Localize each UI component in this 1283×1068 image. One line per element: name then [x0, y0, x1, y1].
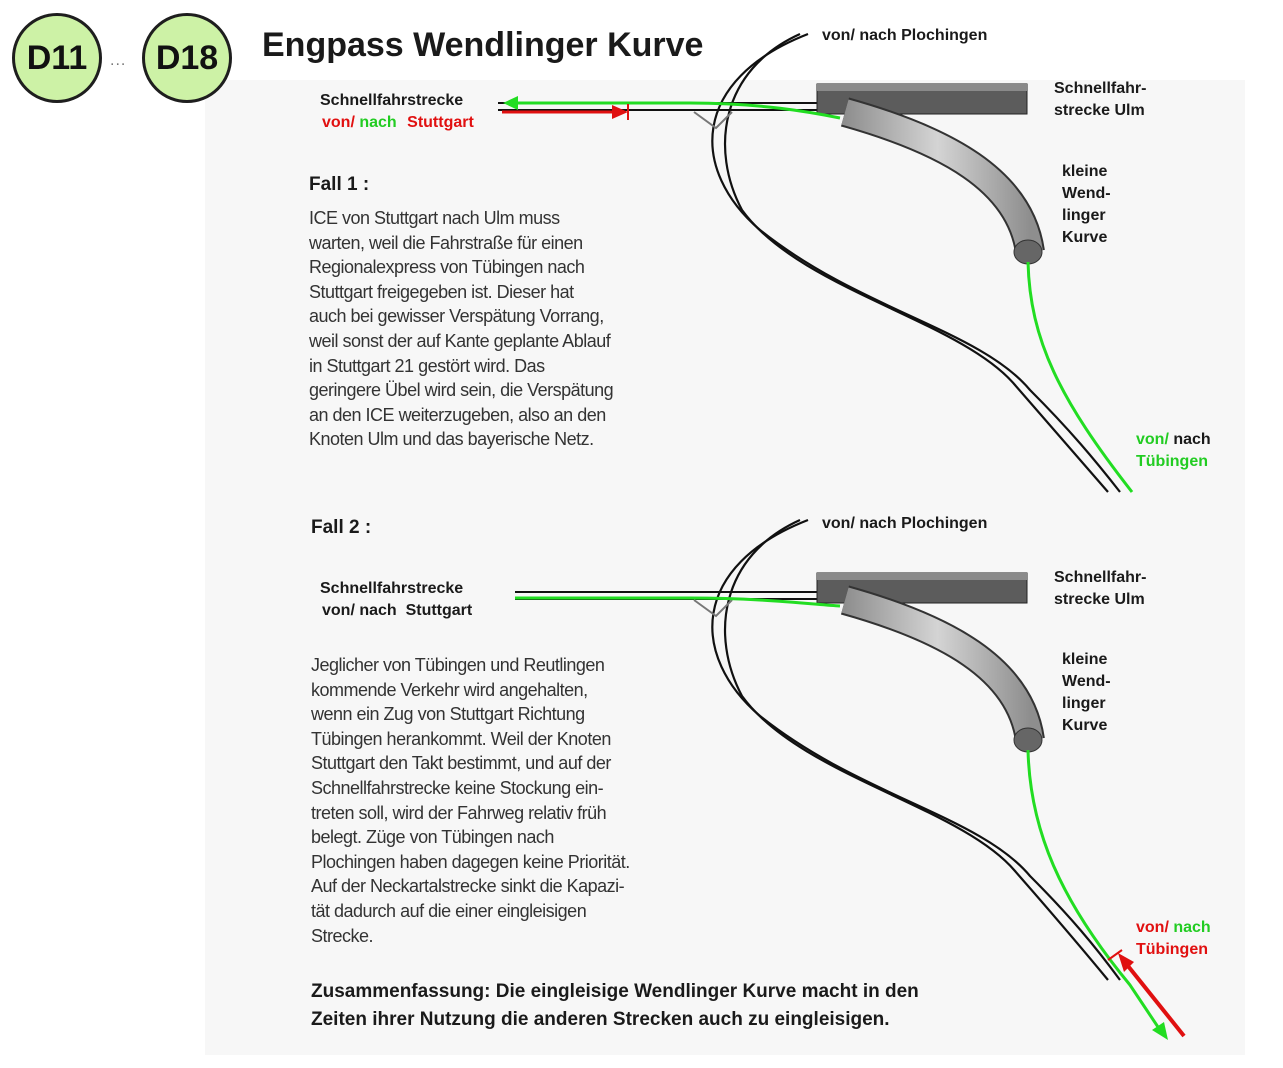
- fall2-diagram: [515, 518, 1186, 1040]
- fall2-heading: Fall 2 :: [311, 517, 372, 538]
- summary-line: Zusammenfassung: Die eingleisige Wendlin…: [311, 981, 919, 1002]
- fall1-plochingen-track-2: [724, 32, 1109, 493]
- fall2-text-line: Stuttgart den Takt bestimmt, und auf der: [311, 753, 611, 774]
- fall1-green-route: [510, 101, 841, 120]
- fall1-text: ICE von Stuttgart nach Ulm muss warten, …: [309, 206, 614, 452]
- fall2-green-arrowhead: [1152, 1022, 1168, 1040]
- badge-separator: ...: [110, 52, 127, 69]
- fall1-plochingen-label: von/ nach Plochingen: [822, 27, 988, 44]
- fall2-red-arrowhead: [1118, 953, 1134, 972]
- fall1-heading: Fall 1 :: [309, 174, 370, 195]
- fall1-curve-label-4: Kurve: [1062, 229, 1108, 246]
- summary: Zusammenfassung: Die eingleisige Wendlin…: [311, 978, 1051, 1034]
- fall2-text-line: Strecke.: [311, 925, 374, 946]
- fall2-curve-label-3: linger: [1062, 695, 1106, 712]
- fall2-text-line: kommende Verkehr wird angehalten,: [311, 679, 588, 700]
- fall2-text-line: Schnellfahrstrecke keine Stockung ein-: [311, 777, 604, 798]
- fall2-plochingen-track-2: [724, 518, 1109, 981]
- fall1-stuttgart-nach: nach: [359, 114, 397, 131]
- badge-d18[interactable]: D18: [142, 13, 232, 103]
- fall1-curve-tube-end: [1013, 239, 1043, 265]
- fall1-text-line: ICE von Stuttgart nach Ulm muss: [309, 208, 560, 228]
- fall2-curve-label-2: Wend-: [1062, 673, 1111, 690]
- fall2-green-route: [515, 596, 841, 608]
- fall1-text-line: warten, weil die Fahrstraße für einen: [309, 232, 583, 253]
- fall1-tuebingen-nach: nach: [1173, 431, 1211, 448]
- fall2-text-line: wenn ein Zug von Stuttgart Richtung: [311, 704, 585, 725]
- fall2-tuebingen-von: von/: [1136, 919, 1169, 936]
- fall2-text-line: Jeglicher von Tübingen und Reutlingen: [311, 655, 605, 675]
- fall1-stuttgart-city: Stuttgart: [407, 114, 474, 131]
- fall2-tuebingen-nach: nach: [1173, 919, 1211, 936]
- fall2-tuebingen-city: Tübingen: [1136, 941, 1208, 958]
- fall2-curve-label-4: Kurve: [1062, 717, 1108, 734]
- fall2-text-line: tät dadurch auf die einer eingleisigen: [311, 900, 587, 921]
- fall1-text-line: weil sonst der auf Kante geplante Ablauf: [309, 330, 611, 351]
- fall1-ulm-label-1: Schnellfahr-: [1054, 80, 1147, 97]
- fall2-stuttgart-label: Schnellfahrstrecke: [320, 580, 464, 597]
- fall1-text-line: Regionalexpress von Tübingen nach: [309, 257, 585, 278]
- fall1-ulm-label-2: strecke Ulm: [1054, 102, 1145, 119]
- fall1-text-line: geringere Übel wird sein, die Verspätung: [309, 380, 614, 401]
- fall2-text-line: Tübingen herankommt. Weil der Knoten: [311, 728, 611, 749]
- fall1-tuebingen-direction: von/ nach: [1136, 429, 1211, 451]
- fall1-curve-label-2: Wend-: [1062, 185, 1111, 202]
- fall2-plochingen-track: [711, 518, 1121, 981]
- fall2-green-route-south: [1026, 749, 1162, 1031]
- fall1-tuebingen-von: von/: [1136, 431, 1169, 448]
- fall1-stuttgart-von: von/: [322, 114, 355, 131]
- fall1-curve-label-1: kleine: [1062, 163, 1108, 180]
- summary-line: Zeiten ihrer Nutzung die anderen Strecke…: [311, 1009, 890, 1030]
- diagram-background: [205, 80, 1245, 1055]
- fall1-text-line: in Stuttgart 21 gestört wird. Das: [309, 355, 545, 376]
- fall2-red-stop: [1107, 949, 1123, 961]
- fall2-text-line: Auf der Neckartalstrecke sinkt die Kapaz…: [311, 876, 625, 897]
- page-title: Engpass Wendlinger Kurve: [262, 26, 704, 64]
- fall2-curve-tube-end: [1013, 727, 1043, 753]
- fall2-text-line: belegt. Züge von Tübingen nach: [311, 827, 554, 848]
- fall2-curve-label-1: kleine: [1062, 651, 1108, 668]
- fall2-red-route: [1126, 964, 1186, 1038]
- fall1-text-line: Stuttgart freigegeben ist. Dieser hat: [309, 281, 574, 302]
- fall2-ulm-label-1: Schnellfahr-: [1054, 569, 1147, 586]
- fall1-plochingen-track: [711, 32, 1121, 493]
- fall1-diagram: [498, 32, 1134, 493]
- fall2-tuebingen-direction: von/ nach: [1136, 917, 1211, 939]
- fall1-tuebingen-city: Tübingen: [1136, 453, 1208, 470]
- fall1-text-line: auch bei gewisser Verspätung Vorrang,: [309, 306, 604, 327]
- fall1-curve-label-3: linger: [1062, 207, 1106, 224]
- fall1-text-line: an den ICE weiterzugeben, also an den: [309, 404, 606, 425]
- fall2-text-line: treten soll, wird der Fahrweg relativ fr…: [311, 802, 607, 823]
- fall1-red-arrowhead: [612, 105, 628, 119]
- fall2-plochingen-label: von/ nach Plochingen: [822, 515, 988, 532]
- fall2-stuttgart-direction: von/ nach Stuttgart: [322, 602, 473, 619]
- fall2-text: Jeglicher von Tübingen und Reutlingen ko…: [311, 653, 630, 948]
- fall1-text-line: Knoten Ulm und das bayerische Netz.: [309, 429, 594, 450]
- fall1-stuttgart-direction: von/ nach Stuttgart: [322, 112, 474, 134]
- badge-d11[interactable]: D11: [12, 13, 102, 103]
- fall2-ulm-label-2: strecke Ulm: [1054, 591, 1145, 608]
- fall2-text-line: Plochingen haben dagegen keine Priorität…: [311, 851, 630, 872]
- fall1-green-route-south: [1026, 261, 1134, 493]
- fall1-green-arrowhead: [503, 96, 518, 110]
- fall1-stuttgart-label: Schnellfahrstrecke: [320, 92, 464, 109]
